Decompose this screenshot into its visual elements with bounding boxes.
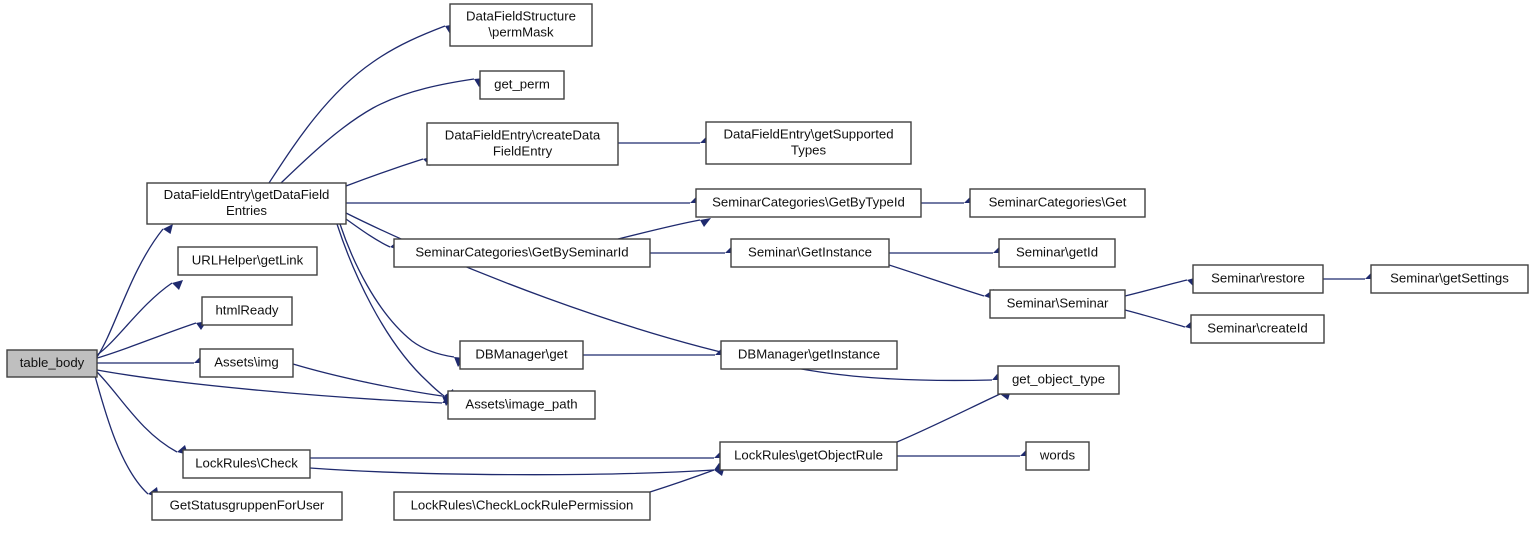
node-SeminarCreateId[interactable]: Seminar\createId bbox=[1190, 314, 1325, 344]
node-box[interactable] bbox=[1370, 264, 1529, 294]
node-box[interactable] bbox=[6, 349, 98, 378]
arrowhead-icon bbox=[163, 224, 173, 234]
edge-getDataFieldEntries-to-GetBySeminarId bbox=[345, 218, 391, 248]
node-box[interactable] bbox=[998, 238, 1116, 268]
node-box[interactable] bbox=[730, 238, 890, 268]
edge-table_body-to-GetStatusgruppenForUser bbox=[94, 375, 149, 495]
node-box[interactable] bbox=[1025, 441, 1090, 471]
edge-AssetsImg-to-AssetsImagePath bbox=[292, 363, 443, 397]
node-box[interactable] bbox=[201, 296, 293, 326]
node-SeminarCategoriesGet[interactable]: SeminarCategories\Get bbox=[969, 188, 1146, 218]
node-box[interactable] bbox=[720, 340, 898, 370]
node-getObjectRule[interactable]: LockRules\getObjectRule bbox=[719, 441, 898, 471]
edge-GetInstance-to-SeminarSeminar bbox=[888, 264, 985, 297]
node-box[interactable] bbox=[177, 246, 318, 276]
node-SeminarGetSettings[interactable]: Seminar\getSettings bbox=[1370, 264, 1529, 294]
edge-getDataFieldEntries-to-DBManagerGet bbox=[339, 223, 455, 358]
node-permMask[interactable]: DataFieldStructure\permMask bbox=[449, 3, 593, 47]
node-box[interactable] bbox=[151, 491, 343, 521]
node-table_body[interactable]: table_body bbox=[6, 349, 98, 378]
edge-getDataFieldEntries-to-permMask bbox=[268, 25, 446, 184]
node-GetStatusgruppenForUser[interactable]: GetStatusgruppenForUser bbox=[151, 491, 343, 521]
node-box[interactable] bbox=[705, 121, 912, 165]
node-URLHelperGetLink[interactable]: URLHelper\getLink bbox=[177, 246, 318, 276]
node-box[interactable] bbox=[393, 238, 651, 268]
edge-CheckLockRulePermission-to-getObjectRule bbox=[649, 469, 715, 493]
node-box[interactable] bbox=[447, 390, 596, 420]
node-get_object_type[interactable]: get_object_type bbox=[997, 365, 1120, 395]
node-box[interactable] bbox=[969, 188, 1146, 218]
edge-SeminarSeminar-to-SeminarCreateId bbox=[1124, 309, 1186, 328]
node-AssetsImagePath[interactable]: Assets\image_path bbox=[447, 390, 596, 420]
node-layer: table_body DataFieldEntry\getDataFieldEnt… bbox=[6, 3, 1529, 521]
node-box[interactable] bbox=[989, 289, 1126, 319]
edge-table_body-to-URLHelperGetLink bbox=[96, 282, 173, 356]
edge-getObjectRule-to-get_object_type bbox=[896, 393, 1001, 443]
node-AssetsImg[interactable]: Assets\img bbox=[199, 348, 294, 378]
node-SeminarSeminar[interactable]: Seminar\Seminar bbox=[989, 289, 1126, 319]
node-get_perm[interactable]: get_perm bbox=[479, 70, 565, 100]
node-GetByTypeId[interactable]: SeminarCategories\GetByTypeId bbox=[695, 188, 922, 218]
node-SeminarRestore[interactable]: Seminar\restore bbox=[1192, 264, 1324, 294]
arrowhead-icon bbox=[172, 280, 183, 290]
node-box[interactable] bbox=[479, 70, 565, 100]
node-GetInstance[interactable]: Seminar\GetInstance bbox=[730, 238, 890, 268]
node-DBManagerGet[interactable]: DBManager\get bbox=[459, 340, 584, 370]
node-box[interactable] bbox=[459, 340, 584, 370]
node-htmlReady[interactable]: htmlReady bbox=[201, 296, 293, 326]
node-box[interactable] bbox=[182, 449, 311, 479]
node-LockRulesCheck[interactable]: LockRules\Check bbox=[182, 449, 311, 479]
node-box[interactable] bbox=[997, 365, 1120, 395]
edge-table_body-to-getDataFieldEntries bbox=[96, 228, 164, 358]
edge-getDataFieldEntries-to-get_perm bbox=[280, 78, 475, 184]
edge-table_body-to-htmlReady bbox=[96, 322, 197, 359]
edge-getDataFieldEntries-to-createDataFieldEntry bbox=[345, 158, 424, 187]
edge-LockRulesCheck-to-getObjectRule bbox=[309, 467, 715, 476]
node-box[interactable] bbox=[719, 441, 898, 471]
node-box[interactable] bbox=[146, 182, 347, 225]
node-words[interactable]: words bbox=[1025, 441, 1090, 471]
node-box[interactable] bbox=[1192, 264, 1324, 294]
edge-table_body-to-AssetsImagePath bbox=[96, 369, 443, 404]
arrowhead-icon bbox=[700, 218, 711, 227]
node-box[interactable] bbox=[1190, 314, 1325, 344]
node-CheckLockRulePermission[interactable]: LockRules\CheckLockRulePermission bbox=[393, 491, 651, 521]
node-box[interactable] bbox=[393, 491, 651, 521]
edge-GetBySeminarId-to-GetByTypeId bbox=[617, 219, 701, 240]
edge-getDataFieldEntries-to-AssetsImagePath bbox=[336, 223, 445, 397]
node-GetBySeminarId[interactable]: SeminarCategories\GetBySeminarId bbox=[393, 238, 651, 268]
node-box[interactable] bbox=[695, 188, 922, 218]
node-box[interactable] bbox=[199, 348, 294, 378]
node-box[interactable] bbox=[449, 3, 593, 47]
edge-table_body-to-LockRulesCheck bbox=[96, 371, 178, 453]
node-SeminarGetId[interactable]: Seminar\getId bbox=[998, 238, 1116, 268]
node-box[interactable] bbox=[426, 122, 619, 166]
edge-SeminarSeminar-to-SeminarRestore bbox=[1124, 279, 1188, 297]
node-DBManagerGetInstance[interactable]: DBManager\getInstance bbox=[720, 340, 898, 370]
